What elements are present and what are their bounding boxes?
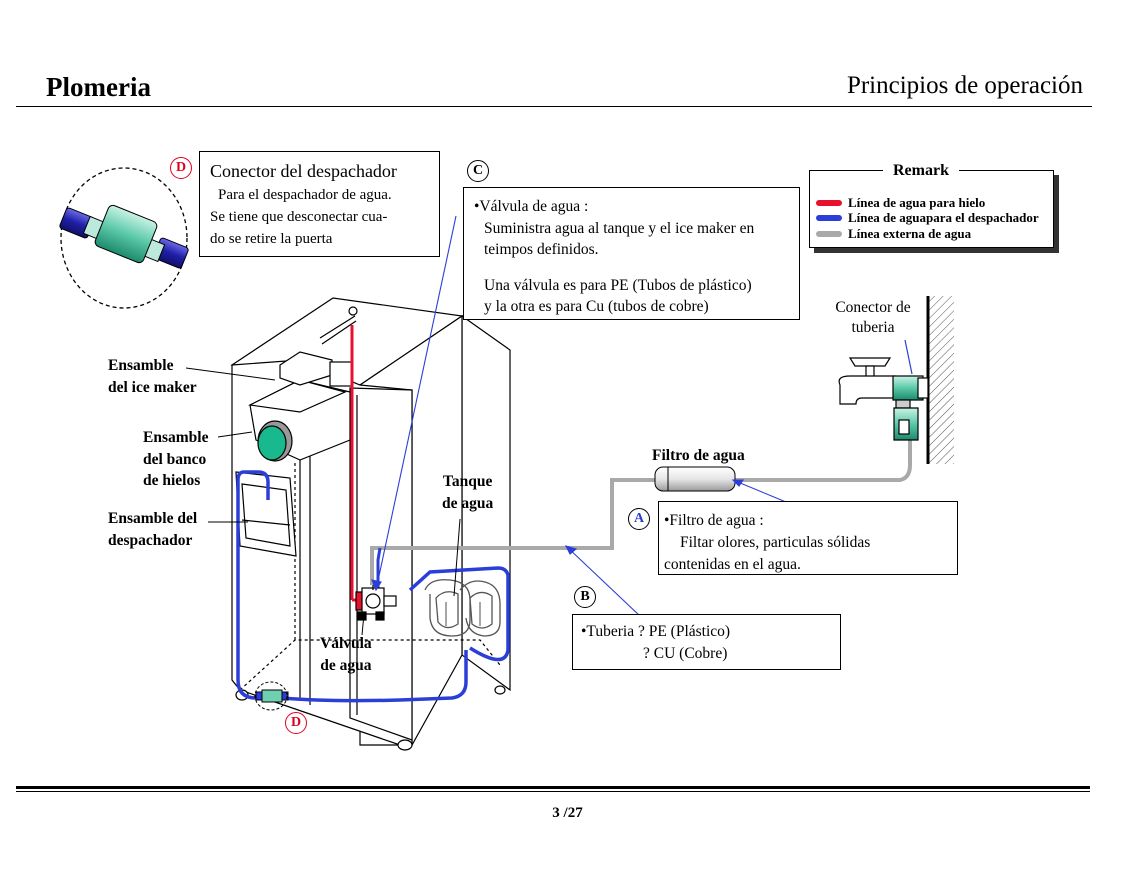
callout-a-line2: Filtar olores, particulas sólidas <box>680 534 871 551</box>
callout-b-line2: ? CU (Cobre) <box>643 645 728 662</box>
label-dispenser: Ensamble del despachador <box>108 508 197 551</box>
legend-swatch-blue <box>816 215 842 221</box>
label-dispenser-line1: Ensamble del <box>108 510 198 527</box>
legend-label-external: Línea externa de agua <box>848 226 972 241</box>
callout-d-box: Conector del despachador Para el despach… <box>199 151 440 257</box>
label-ice-bank-line1: Ensamble <box>143 429 209 446</box>
callout-b-box: •Tuberia ? PE (Plástico) ? CU (Cobre) <box>572 614 841 670</box>
callout-a-line3: contenidas en el agua. <box>664 556 801 573</box>
ice-maker-assembly <box>248 306 358 462</box>
label-valve: Válvula de agua <box>320 633 372 676</box>
callout-c-line1: •Válvula de agua : <box>474 198 589 215</box>
label-dispenser-line2: despachador <box>108 531 193 549</box>
dispenser-connector <box>254 681 289 711</box>
footer-rule-thin <box>16 791 1090 792</box>
callout-c-line2: Suministra agua al tanque y el ice maker… <box>484 219 755 237</box>
label-pipe-connector-line1: Conector de <box>835 299 911 316</box>
dispenser-connector-zoom <box>59 167 189 309</box>
marker-d-bottom: D <box>285 712 307 734</box>
legend-swatch-red <box>816 200 842 206</box>
callout-a-line1: •Filtro de agua : <box>664 512 764 529</box>
label-valve-line1: Válvula <box>320 635 372 652</box>
callout-d-line3: do se retire la puerta <box>210 231 333 247</box>
label-pipe-connector-line2: tuberia <box>851 319 895 336</box>
refrigerator <box>230 297 511 751</box>
marker-d: D <box>170 157 192 179</box>
legend-label-ice: Línea de agua para hielo <box>848 195 986 210</box>
callout-leaders <box>371 215 787 617</box>
callout-d-line2: Se tiene que desconectar cua- <box>210 209 388 225</box>
dispenser-water-line <box>236 470 510 703</box>
remark-title: Remark <box>883 162 959 180</box>
footer-rule-thick <box>16 786 1090 789</box>
callout-d-title: Conector del despachador <box>210 161 397 181</box>
header-rule <box>16 106 1092 107</box>
legend-swatch-grey <box>816 231 842 237</box>
callout-c-line3: teimpos definidos. <box>484 241 599 258</box>
label-valve-line2: de agua <box>320 656 372 674</box>
legend-item-external: Línea externa de agua <box>816 226 971 242</box>
label-ice-maker: Ensamble del ice maker <box>108 355 197 398</box>
legend-item-dispenser: Línea de aguapara el despachador <box>816 210 1039 226</box>
label-ice-maker-line2: del ice maker <box>108 378 197 396</box>
water-filter <box>654 466 736 492</box>
remark-legend: Línea de agua para hielo Línea de aguapa… <box>809 170 1054 248</box>
page-number: 3 /27 <box>552 805 583 821</box>
label-ice-maker-line1: Ensamble <box>108 357 174 374</box>
callout-b-line1: •Tuberia ? PE (Plástico) <box>581 623 731 640</box>
marker-b: B <box>574 586 596 608</box>
label-ice-bank-line3: de hielos <box>143 472 201 489</box>
water-valve <box>355 585 397 621</box>
label-pipe-connector: Conector de tuberia <box>826 298 920 338</box>
label-ice-bank-line2: del banco <box>143 450 207 468</box>
section-title: Principios de operación <box>846 72 1083 99</box>
label-filter: Filtro de agua <box>652 447 745 464</box>
label-tank-line1: Tanque <box>442 473 493 490</box>
label-leaders <box>185 367 461 636</box>
page-title: Plomeria <box>46 72 151 102</box>
label-tank-line2: de agua <box>442 494 494 512</box>
marker-c: C <box>467 160 489 182</box>
legend-label-dispenser: Línea de aguapara el despachador <box>848 210 1039 225</box>
external-water-line <box>370 478 655 585</box>
callout-c-line4: Una válvula es para PE (Tubos de plástic… <box>484 276 752 294</box>
label-tank: Tanque de agua <box>442 471 493 514</box>
legend-item-ice: Línea de agua para hielo <box>816 195 985 211</box>
marker-a: A <box>628 508 650 530</box>
callout-d-line1: Para el despachador de agua. <box>218 187 392 203</box>
label-ice-bank: Ensamble del banco de hielos <box>143 427 208 492</box>
water-tank <box>424 579 501 637</box>
callout-a-box: •Filtro de agua : Filtar olores, particu… <box>658 501 958 575</box>
callout-c-line5: y la otra es para Cu (tubos de cobre) <box>484 298 709 315</box>
faucet-connector <box>838 296 954 464</box>
callout-c-box: •Válvula de agua : Suministra agua al ta… <box>463 187 800 320</box>
